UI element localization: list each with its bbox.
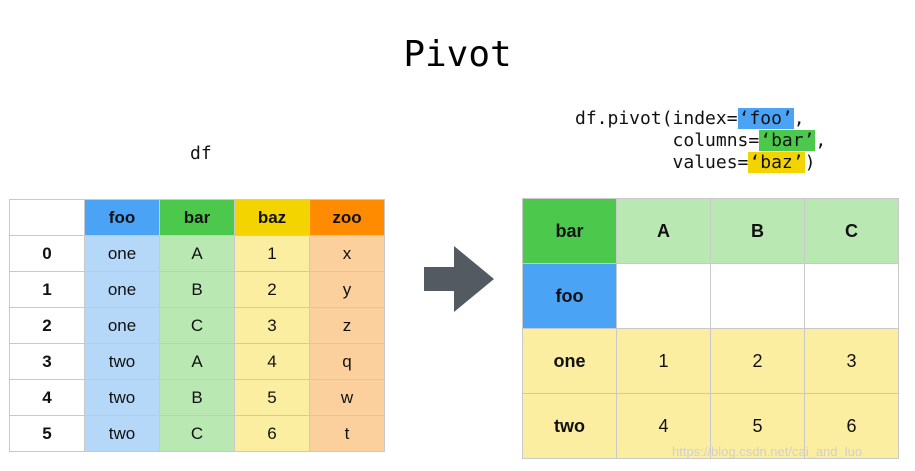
pivot-header-row: bar A B C	[522, 198, 899, 264]
table-row: 3 two A 4 q	[9, 343, 385, 380]
table-row: one 1 2 3	[522, 328, 899, 394]
df-zoo-cell: w	[309, 379, 385, 416]
table-row: two 4 5 6	[522, 393, 899, 459]
pivot-empty-cell	[710, 263, 805, 329]
pivot-value-cell: 2	[710, 328, 805, 394]
code-line2-prefix: columns=	[575, 130, 760, 151]
table-row: 0 one A 1 x	[9, 235, 385, 272]
pivot-value-cell: 1	[616, 328, 711, 394]
pivot-index-name-row: foo	[522, 263, 899, 329]
df-foo-cell: one	[84, 307, 160, 344]
df-zoo-cell: z	[309, 307, 385, 344]
df-index-cell: 1	[9, 271, 85, 308]
df-header-bar: bar	[159, 199, 235, 236]
df-foo-cell: two	[84, 343, 160, 380]
pivot-column-header: C	[804, 198, 899, 264]
pivot-column-header: A	[616, 198, 711, 264]
df-index-cell: 5	[9, 415, 85, 452]
df-zoo-cell: q	[309, 343, 385, 380]
pivot-table: bar A B C foo one 1 2 3 two 4 5 6	[522, 198, 899, 459]
df-baz-cell: 3	[234, 307, 310, 344]
pivot-empty-cell	[804, 263, 899, 329]
df-zoo-cell: x	[309, 235, 385, 272]
code-columns-value: ‘bar’	[759, 130, 816, 151]
watermark: https://blog.csdn.net/cai_and_luo	[672, 444, 863, 459]
code-line1-prefix: df.pivot(index=	[575, 108, 738, 129]
df-index-cell: 3	[9, 343, 85, 380]
table-row: 4 two B 5 w	[9, 379, 385, 416]
df-index-cell: 2	[9, 307, 85, 344]
code-line3-suffix: )	[804, 152, 816, 173]
df-foo-cell: two	[84, 379, 160, 416]
code-line2-suffix: ,	[815, 130, 827, 151]
df-baz-cell: 5	[234, 379, 310, 416]
pivot-column-header: B	[710, 198, 805, 264]
df-header-foo: foo	[84, 199, 160, 236]
df-label: df	[190, 143, 212, 164]
df-header-row: foo bar baz zoo	[9, 199, 385, 236]
pivot-value-cell: 5	[710, 393, 805, 459]
df-bar-cell: A	[159, 343, 235, 380]
code-values-value: ‘baz’	[748, 152, 805, 173]
df-foo-cell: two	[84, 415, 160, 452]
pivot-columns-name: bar	[522, 198, 617, 264]
pivot-row-label: one	[522, 328, 617, 394]
table-row: 5 two C 6 t	[9, 415, 385, 452]
code-line3-prefix: values=	[575, 152, 749, 173]
df-baz-cell: 1	[234, 235, 310, 272]
page-title: Pivot	[403, 34, 512, 75]
df-zoo-cell: y	[309, 271, 385, 308]
pivot-value-cell: 6	[804, 393, 899, 459]
pivot-empty-cell	[616, 263, 711, 329]
table-row: 2 one C 3 z	[9, 307, 385, 344]
code-line1-suffix: ,	[793, 108, 805, 129]
df-index-cell: 4	[9, 379, 85, 416]
df-foo-cell: one	[84, 235, 160, 272]
df-zoo-cell: t	[309, 415, 385, 452]
df-foo-cell: one	[84, 271, 160, 308]
df-bar-cell: C	[159, 307, 235, 344]
code-index-value: ‘foo’	[737, 108, 794, 129]
df-bar-cell: A	[159, 235, 235, 272]
df-index-cell: 0	[9, 235, 85, 272]
df-baz-cell: 4	[234, 343, 310, 380]
df-baz-cell: 6	[234, 415, 310, 452]
df-bar-cell: B	[159, 379, 235, 416]
df-bar-cell: B	[159, 271, 235, 308]
df-table: foo bar baz zoo 0 one A 1 x 1 one B 2 y …	[9, 199, 385, 452]
table-row: 1 one B 2 y	[9, 271, 385, 308]
pivot-index-name: foo	[522, 263, 617, 329]
df-header-baz: baz	[234, 199, 310, 236]
right-arrow-icon	[424, 246, 494, 312]
df-header-corner	[9, 199, 85, 236]
pivot-code: df.pivot(index=‘foo’, columns=‘bar’, val…	[575, 108, 826, 174]
pivot-value-cell: 3	[804, 328, 899, 394]
df-baz-cell: 2	[234, 271, 310, 308]
df-header-zoo: zoo	[309, 199, 385, 236]
df-bar-cell: C	[159, 415, 235, 452]
pivot-row-label: two	[522, 393, 617, 459]
